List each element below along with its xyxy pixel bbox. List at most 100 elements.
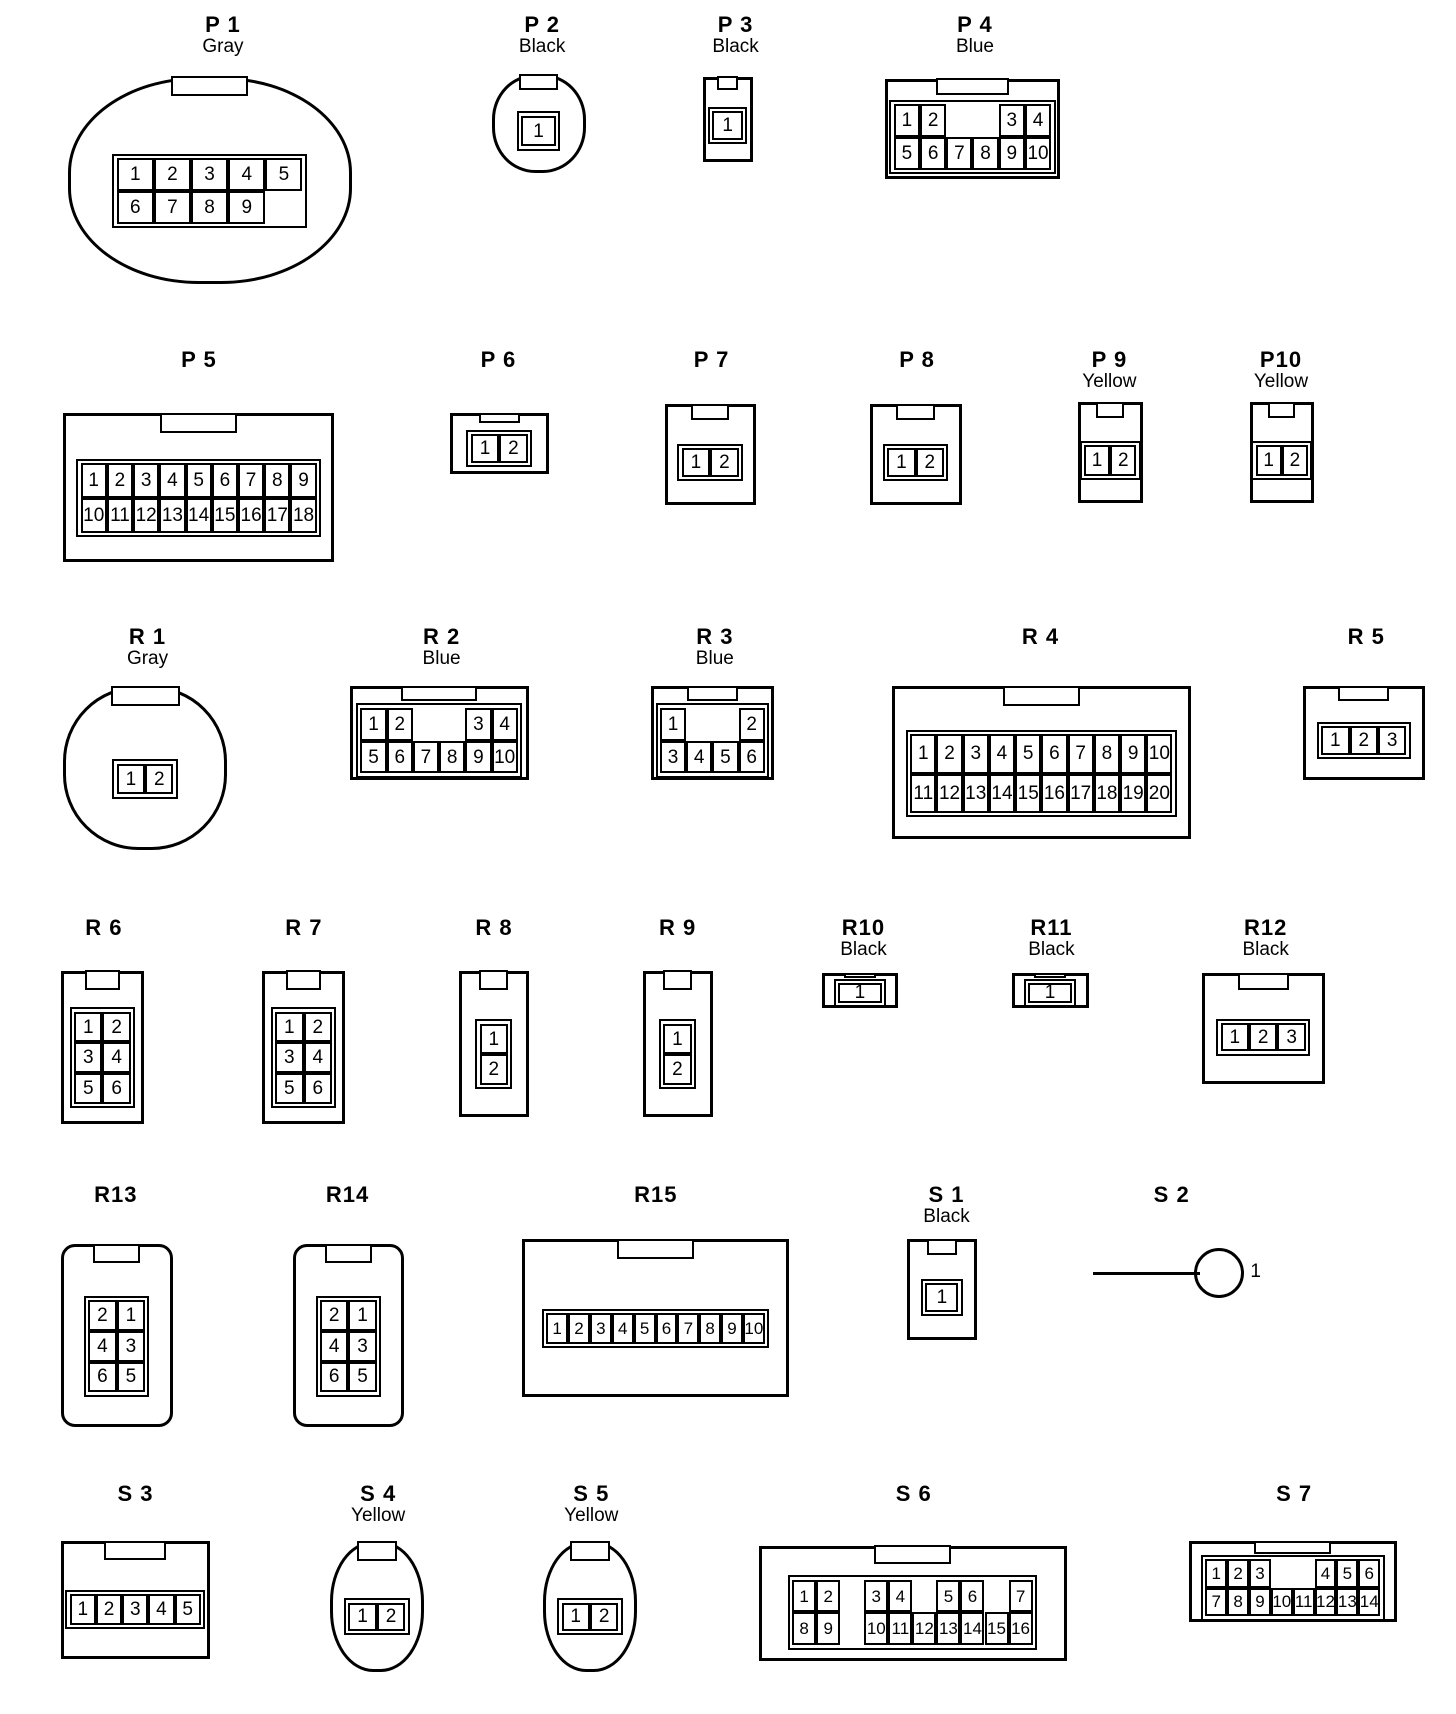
pin-r3-4: 4 bbox=[686, 740, 713, 774]
connector-latch-s4 bbox=[357, 1540, 397, 1561]
connector-id-p10: P10 bbox=[1259, 346, 1303, 372]
pin-r4-10: 10 bbox=[1146, 734, 1173, 774]
pin-p4-3: 3 bbox=[998, 103, 1025, 137]
pin-p4-1: 1 bbox=[893, 103, 920, 137]
pin-r13-6: 6 bbox=[88, 1361, 117, 1393]
pin-r4-14: 14 bbox=[988, 773, 1016, 813]
connector-color-p10: Yellow bbox=[1253, 370, 1309, 392]
pin-cavity-frame-r5 bbox=[1316, 722, 1411, 760]
pin-p5-12: 12 bbox=[133, 498, 160, 534]
pin-s7-5: 5 bbox=[1336, 1559, 1359, 1588]
pin-r6-2: 2 bbox=[102, 1011, 131, 1043]
connector-color-r1: Gray bbox=[126, 648, 169, 670]
connector-latch-r15 bbox=[617, 1239, 694, 1259]
pin-r15-6: 6 bbox=[655, 1313, 678, 1345]
pin-p4-2: 2 bbox=[920, 103, 947, 137]
pin-s1-1: 1 bbox=[925, 1283, 959, 1312]
pin-s7-7: 7 bbox=[1205, 1587, 1228, 1617]
pin-s7-10: 10 bbox=[1270, 1587, 1293, 1617]
pin-cavity-frame-s3 bbox=[65, 1589, 206, 1629]
connector-color-p4: Blue bbox=[955, 36, 994, 58]
pin-cavity-frame-s5 bbox=[557, 1598, 623, 1636]
pin-r2-1: 1 bbox=[360, 707, 387, 741]
pin-r2-3: 3 bbox=[465, 707, 492, 741]
pin-p5-11: 11 bbox=[106, 498, 134, 534]
connector-latch-p8 bbox=[896, 404, 935, 421]
pin-p7-2: 2 bbox=[710, 448, 739, 477]
connector-latch-r6 bbox=[85, 970, 120, 990]
connector-latch-s3 bbox=[104, 1540, 167, 1560]
pin-s3-1: 1 bbox=[69, 1594, 96, 1625]
pin-p1-5: 5 bbox=[265, 158, 303, 191]
pin-r4-6: 6 bbox=[1041, 734, 1068, 774]
pin-r9-2: 2 bbox=[663, 1054, 692, 1086]
pin-r6-1: 1 bbox=[74, 1011, 103, 1043]
pin-p5-4: 4 bbox=[159, 463, 186, 499]
pin-p10-1: 1 bbox=[1255, 444, 1282, 476]
pin-s6-6: 6 bbox=[960, 1579, 985, 1613]
connector-color-r2: Blue bbox=[422, 648, 461, 670]
pin-s7-12: 12 bbox=[1314, 1587, 1337, 1617]
connector-id-s7: S 7 bbox=[1276, 1481, 1313, 1507]
pin-r3-3: 3 bbox=[659, 740, 687, 774]
pin-p4-8: 8 bbox=[972, 136, 999, 170]
pin-r8-1: 1 bbox=[479, 1023, 508, 1055]
pin-p5-14: 14 bbox=[185, 498, 212, 534]
connector-id-s1: S 1 bbox=[928, 1181, 965, 1207]
connector-id-s4: S 4 bbox=[360, 1481, 397, 1507]
pin-s7-4: 4 bbox=[1314, 1559, 1337, 1588]
pin-r4-4: 4 bbox=[988, 734, 1016, 774]
pin-r15-10: 10 bbox=[742, 1313, 765, 1345]
pin-cavity-frame-p4 bbox=[889, 99, 1056, 174]
connector-color-p9: Yellow bbox=[1082, 370, 1137, 392]
connector-latch-r13 bbox=[93, 1243, 141, 1264]
pin-s6-7: 7 bbox=[1008, 1579, 1033, 1613]
pin-r14-2: 2 bbox=[319, 1300, 349, 1331]
connector-color-p2: Black bbox=[518, 36, 566, 58]
pin-r4-15: 15 bbox=[1015, 773, 1042, 813]
pin-p2-1: 1 bbox=[521, 115, 557, 147]
pin-r3-5: 5 bbox=[712, 740, 739, 774]
connector-id-s6: S 6 bbox=[895, 1481, 932, 1507]
pin-r5-3: 3 bbox=[1377, 726, 1407, 755]
pin-r2-4: 4 bbox=[491, 707, 518, 741]
pin-cavity-frame-p5 bbox=[76, 458, 322, 538]
pin-s4-1: 1 bbox=[348, 1602, 377, 1632]
pin-s7-2: 2 bbox=[1227, 1559, 1249, 1588]
pin-r1-2: 2 bbox=[145, 763, 174, 795]
connector-id-r3: R 3 bbox=[696, 624, 734, 650]
connector-latch-p10 bbox=[1268, 401, 1296, 419]
pin-r15-1: 1 bbox=[546, 1313, 569, 1345]
connector-latch-p4 bbox=[935, 78, 1010, 95]
pin-p5-5: 5 bbox=[185, 463, 212, 499]
connector-latch-r12 bbox=[1237, 972, 1289, 991]
pin-r13-4: 4 bbox=[88, 1330, 117, 1362]
pin-r14-5: 5 bbox=[348, 1361, 377, 1393]
pin-r15-3: 3 bbox=[589, 1313, 612, 1345]
pin-cavity-frame-r4 bbox=[905, 729, 1177, 818]
pin-p5-9: 9 bbox=[290, 463, 317, 499]
pin-cavity-frame-r12 bbox=[1216, 1018, 1311, 1056]
pin-s7-3: 3 bbox=[1249, 1559, 1271, 1588]
pin-r15-8: 8 bbox=[699, 1313, 722, 1345]
pin-p1-8: 8 bbox=[190, 190, 229, 224]
pin-r4-16: 16 bbox=[1041, 773, 1068, 813]
pin-s6-3: 3 bbox=[864, 1579, 889, 1613]
pin-s6-10: 10 bbox=[864, 1612, 889, 1646]
connector-latch-p7 bbox=[690, 404, 730, 421]
pin-r2-2: 2 bbox=[386, 707, 413, 741]
ground-terminal-wire bbox=[1093, 1272, 1201, 1276]
connector-id-p2: P 2 bbox=[524, 12, 560, 38]
pin-r4-12: 12 bbox=[936, 773, 963, 813]
connector-latch-r2 bbox=[401, 686, 477, 702]
pin-r7-6: 6 bbox=[303, 1073, 332, 1104]
pin-r2-8: 8 bbox=[439, 740, 466, 774]
